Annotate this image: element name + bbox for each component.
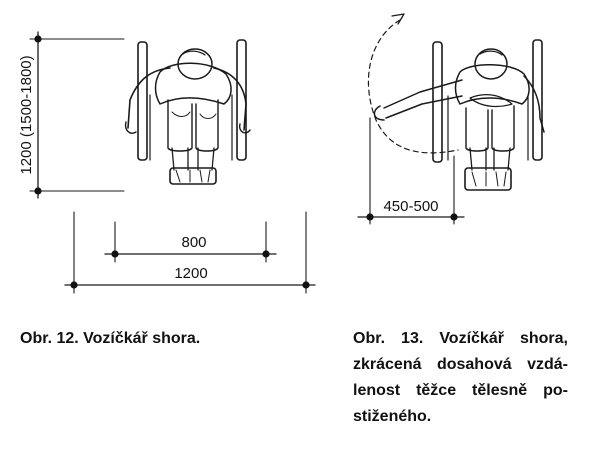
wheelchair-user-top-view (124, 39, 251, 185)
dimension-dot (262, 250, 270, 258)
wheelchair-user-reaching (373, 39, 545, 191)
figure-12-caption: Obr. 12. Vozíčkář shora. (20, 330, 201, 347)
dimension-dot (450, 213, 458, 221)
dimension-dot (302, 281, 310, 289)
dimension-dot (70, 281, 78, 289)
dimension-dot (111, 250, 119, 258)
footrest (169, 167, 217, 185)
dimension-dot (366, 213, 374, 221)
footrest (464, 167, 512, 191)
figure-13-caption: Obr. 13. Vozíčkář shora, zkrácená dosaho… (353, 326, 568, 430)
head (474, 48, 508, 80)
reach-arc (367, 19, 459, 154)
reach-dimension: 450-500 (357, 117, 465, 225)
caption-line: lenost těžce tělesně po- (353, 382, 568, 399)
arc-arrow-icon (391, 13, 405, 25)
figure-13-drawing: 450-500 (357, 13, 545, 225)
depth-dimension-label: 1200 (1500-1800) (18, 55, 35, 174)
caption-line: Obr. 13. Vozíčkář shora, (353, 330, 568, 347)
left-wheel (137, 41, 148, 161)
reach-dimension-label: 450-500 (383, 198, 438, 215)
dimension-dot (34, 35, 42, 43)
outer-width-dimension: 1200 (64, 211, 316, 294)
dimension-dot (34, 187, 42, 195)
caption-line: stiženého. (353, 408, 432, 425)
inner-width-label: 800 (181, 234, 206, 251)
reaching-hand (373, 105, 385, 121)
outer-width-label: 1200 (174, 265, 207, 282)
head (177, 48, 213, 80)
inner-width-dimension: 800 (104, 221, 277, 263)
figure-12-drawing: 1200 (1500-1800) (18, 31, 316, 294)
caption-line: zkrácená dosahová vzdá- (353, 356, 568, 373)
right-wheel (532, 39, 543, 161)
depth-dimension: 1200 (1500-1800) (18, 31, 125, 199)
